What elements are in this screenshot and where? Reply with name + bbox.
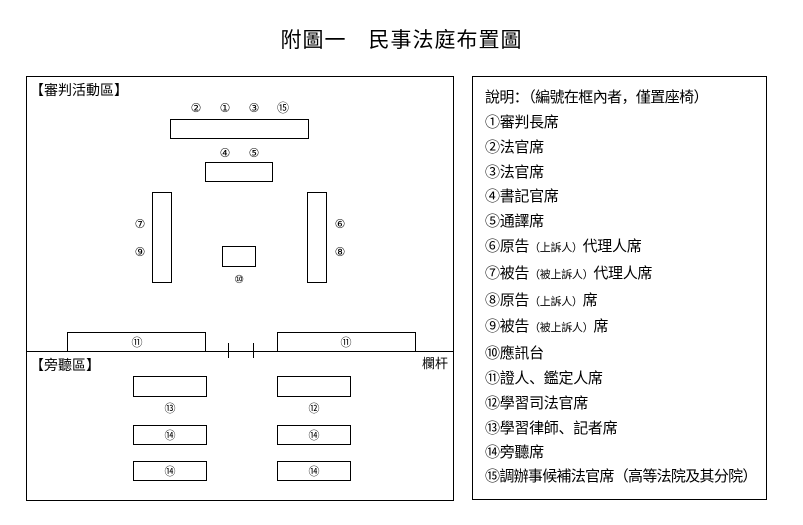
witness-seat-left <box>67 332 206 352</box>
legend-text: 應訊台 <box>499 344 544 363</box>
legend-text: 被告 <box>499 317 530 336</box>
legend-text: 旁聽席 <box>499 443 544 462</box>
legend-number: ⑤ <box>485 212 500 231</box>
trial-zone-label: 【審判活動區】 <box>30 83 128 99</box>
gallery-zone-label: 【旁聽區】 <box>30 357 100 374</box>
legend-number: ⑥ <box>485 236 500 255</box>
left-number-9: ⑨ <box>135 245 146 259</box>
trainee-lawyer-seat-number: ⑬ <box>165 402 176 415</box>
right-number-6: ⑥ <box>335 217 346 231</box>
legend-item: ⑩應訊台 <box>485 341 762 366</box>
right-number-8: ⑧ <box>335 245 346 259</box>
legend-number: ⑧ <box>485 290 500 309</box>
legend-number: ③ <box>485 162 500 181</box>
gallery-seat-row2-right <box>277 425 351 445</box>
plaintiff-table <box>307 192 327 283</box>
railing-label: 欄杆 <box>422 356 448 372</box>
legend-heading: 說明：（編號在框內者，僅置座椅） <box>485 88 709 106</box>
clerk-number-5: ⑤ <box>249 146 260 160</box>
legend-item: ⑪證人、鑑定人席 <box>485 366 762 391</box>
legend-item: ⑭旁聽席 <box>485 440 762 465</box>
trainee-judge-seat-number: ⑫ <box>309 402 320 415</box>
witness-stand <box>222 246 256 267</box>
legend-item: ⑨被告（被上訴人）席 <box>485 314 762 341</box>
legend-text: 法官席 <box>499 137 544 156</box>
legend-number: ⑩ <box>485 344 500 363</box>
legend-number: ⑭ <box>485 443 500 462</box>
legend-number: ① <box>485 113 500 131</box>
legend-text: 原告 <box>499 290 530 309</box>
left-number-7: ⑦ <box>135 217 146 231</box>
page-title: 附圖一 民事法庭布置圖 <box>280 28 523 52</box>
legend-note: （被上訴人） <box>529 321 594 335</box>
witness-stand-number: ⑩ <box>234 273 244 286</box>
legend-item: ④書記官席 <box>485 184 762 209</box>
bench-number-1: ① <box>220 101 231 115</box>
legend-panel: 說明：（編號在框內者，僅置座椅） ①審判長席 ②法官席 ③法官席 ④書記官席 ⑤… <box>472 76 767 500</box>
legend-number: ② <box>485 137 500 156</box>
gallery-seat-row2-left <box>133 425 207 445</box>
gallery-seat-row3-right-number: ⑭ <box>309 465 320 478</box>
legend-text: 學習司法官席 <box>499 393 589 412</box>
legend-number: ⑨ <box>485 317 500 336</box>
legend-text: 調辦事候補法官席（高等法院及其分院） <box>499 467 757 486</box>
legend-number: ⑮ <box>485 467 500 486</box>
legend-number: ④ <box>485 187 500 206</box>
witness-seat-right-number: ⑪ <box>341 336 352 349</box>
legend-note: （上訴人） <box>529 240 583 254</box>
legend-item: ⑫學習司法官席 <box>485 391 762 416</box>
legend-item: ⑥原告（上訴人）代理人席 <box>485 234 762 261</box>
legend-text: 被告 <box>499 263 530 282</box>
legend-text: 學習律師、記者席 <box>499 418 618 437</box>
gallery-seat-row2-right-number: ⑭ <box>309 429 320 442</box>
clerk-desk <box>205 162 273 182</box>
gallery-seat-row3-left <box>133 461 207 481</box>
legend-number: ⑪ <box>485 368 500 387</box>
legend-text: 證人、鑑定人席 <box>499 368 603 387</box>
judges-bench <box>170 119 309 139</box>
defendant-table <box>152 192 172 283</box>
legend-item: ⑤通譯席 <box>485 209 762 234</box>
trainee-judge-seat <box>277 376 351 397</box>
legend-item: ⑦被告（被上訴人）代理人席 <box>485 261 762 288</box>
legend-text: 席 <box>593 317 609 336</box>
legend-text: 席 <box>582 290 598 309</box>
bench-number-15: ⑮ <box>277 101 289 115</box>
legend-item: ⑬學習律師、記者席 <box>485 416 762 441</box>
legend-note: （被上訴人） <box>529 267 594 281</box>
clerk-number-4: ④ <box>220 146 231 160</box>
legend-item: ②法官席 <box>485 135 762 160</box>
legend-text: 原告 <box>499 236 530 255</box>
courtroom-frame <box>26 76 454 501</box>
bench-number-2: ② <box>191 101 202 115</box>
witness-seat-left-number: ⑪ <box>132 336 143 349</box>
legend-item: ①審判長席 <box>485 110 762 135</box>
legend-number: ⑬ <box>485 418 500 437</box>
gallery-seat-row3-right <box>277 461 351 481</box>
legend-text: 通譯席 <box>499 212 544 231</box>
legend-number: ⑫ <box>485 393 500 412</box>
legend-text: 代理人席 <box>582 236 642 255</box>
bench-number-3: ③ <box>249 101 260 115</box>
legend-item: ⑧原告（上訴人）席 <box>485 288 762 315</box>
witness-seat-right <box>277 332 416 352</box>
legend-number: ⑦ <box>485 263 500 282</box>
legend-item: ③法官席 <box>485 160 762 185</box>
gallery-seat-row2-left-number: ⑭ <box>165 429 176 442</box>
legend-text: 書記官席 <box>499 187 559 206</box>
legend-item: ⑮調辦事候補法官席（高等法院及其分院） <box>485 465 762 488</box>
gallery-seat-row3-left-number: ⑭ <box>165 465 176 478</box>
legend-text: 審判長席 <box>499 113 559 131</box>
trainee-lawyer-seat <box>133 376 207 397</box>
legend-text: 代理人席 <box>593 263 653 282</box>
legend-note: （上訴人） <box>529 294 583 308</box>
legend-text: 法官席 <box>499 162 544 181</box>
